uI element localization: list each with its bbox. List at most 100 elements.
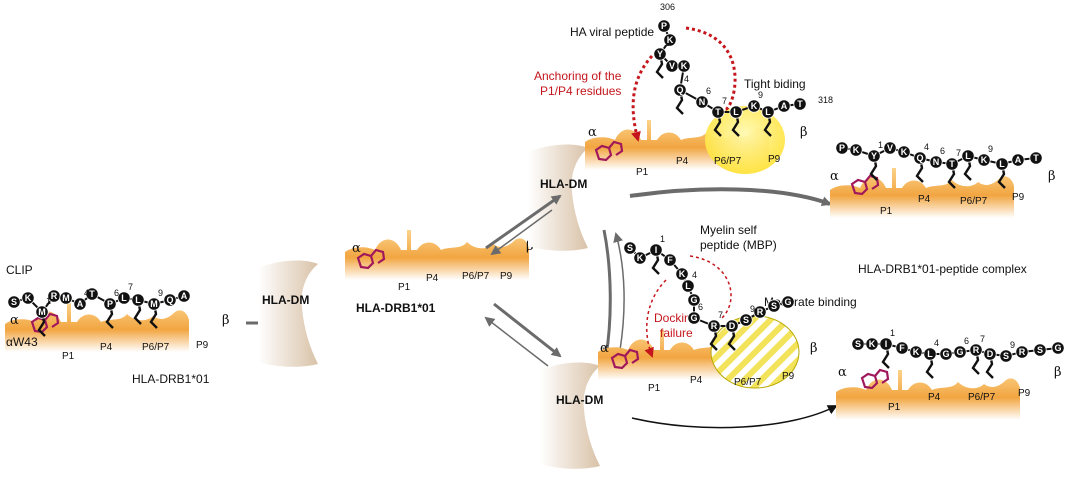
hla-dm-label-left: HLA-DM xyxy=(262,293,309,307)
residue-letter: T xyxy=(89,289,95,299)
residue xyxy=(35,305,49,319)
residue xyxy=(961,149,975,163)
ha-peptide-label: HA viral peptide xyxy=(570,25,654,39)
residue xyxy=(781,295,795,309)
residue-letter: S xyxy=(1037,345,1043,355)
residue-number: 6 xyxy=(706,86,711,96)
residue-letter: K xyxy=(667,35,674,45)
p1-label-mid: P1 xyxy=(398,282,411,293)
residue-letter: F xyxy=(899,343,905,353)
residue xyxy=(995,157,1009,171)
beta-label: β xyxy=(222,313,230,328)
residue-letter: Q xyxy=(916,153,923,163)
residue-letter: L xyxy=(733,107,739,117)
p1-label-mbp: P1 xyxy=(648,383,661,394)
residue-letter: S xyxy=(743,315,749,325)
residue-number: 1 xyxy=(890,328,895,338)
docking-label-1: Docking xyxy=(654,311,697,325)
residue-number: 9 xyxy=(750,304,755,314)
residue-letter: K xyxy=(681,61,688,71)
residue xyxy=(761,105,775,119)
p9-label-ha: P9 xyxy=(768,154,781,165)
residue xyxy=(653,47,667,61)
residue xyxy=(707,319,721,333)
residue-number: 4 xyxy=(924,142,929,152)
residue xyxy=(725,319,739,333)
residue-letter: T xyxy=(1033,153,1039,163)
residue xyxy=(729,105,743,119)
residue-letter: D xyxy=(987,349,994,359)
p6p7-label-ha-complex: P6/P7 xyxy=(960,196,988,207)
residue xyxy=(939,347,953,361)
residue xyxy=(103,297,117,311)
arrow-top-to-bottom xyxy=(602,229,613,358)
residue xyxy=(1033,343,1047,357)
residue xyxy=(663,253,677,267)
residue-letter: A xyxy=(181,291,188,301)
alpha-label-mbp-complex: α xyxy=(838,365,847,380)
residue xyxy=(767,299,781,313)
hla-dm-bottom: HLA-DM xyxy=(540,362,603,469)
residue-letter: A xyxy=(1015,155,1022,165)
residue xyxy=(923,347,937,361)
p9-label: P9 xyxy=(196,340,209,351)
residue-letter: P xyxy=(107,299,113,309)
docking-label-2: failure xyxy=(660,326,693,340)
residue xyxy=(851,337,865,351)
residue xyxy=(163,293,177,307)
alpha-label: α xyxy=(10,313,19,328)
residue xyxy=(929,155,943,169)
myelin-label-2: peptide (MBP) xyxy=(700,238,777,252)
alpha-label-mid: α xyxy=(352,241,361,256)
residue xyxy=(879,337,893,351)
residue-letter: N xyxy=(933,157,940,167)
residue-letter: D xyxy=(729,321,736,331)
hla-dm-label-bottom: HLA-DM xyxy=(556,393,603,407)
residue-letter: L xyxy=(121,293,127,303)
residue xyxy=(85,287,99,301)
aw43-label: αW43 xyxy=(6,335,38,349)
residue-letter: K xyxy=(679,269,686,279)
residue xyxy=(983,347,997,361)
alpha-label-ha: α xyxy=(588,125,597,140)
residue-letter: S xyxy=(1003,351,1009,361)
hla-dm-top: HLA-DM xyxy=(528,144,588,251)
residue-number: 6 xyxy=(940,146,945,156)
residue-letter: K xyxy=(981,155,988,165)
residue xyxy=(1011,153,1025,167)
residue xyxy=(711,105,725,119)
p4-label-mbp: P4 xyxy=(690,375,703,386)
residue xyxy=(793,97,807,111)
residue-number: 6 xyxy=(964,336,969,346)
residue xyxy=(913,151,927,165)
residue xyxy=(895,341,909,355)
residue-letter: P xyxy=(839,143,845,153)
clip-label: CLIP xyxy=(6,263,33,277)
residue xyxy=(909,345,923,359)
residue-number: 9 xyxy=(158,288,163,298)
residue xyxy=(147,297,161,311)
residue-letter: L xyxy=(927,349,933,359)
anchoring-arc-right xyxy=(685,26,737,111)
beta-label-mbp: β xyxy=(810,341,818,356)
p4-label-mbp-complex: P4 xyxy=(928,392,941,403)
residue xyxy=(867,149,881,163)
residue-letter: R xyxy=(973,345,980,355)
p4-label: P4 xyxy=(100,342,113,353)
residue-letter: I xyxy=(885,339,888,349)
residue-letter: S xyxy=(627,243,633,253)
residue xyxy=(849,143,863,157)
complex-label: HLA-DRB1*01-peptide complex xyxy=(858,262,1027,276)
arrow-top-to-mid xyxy=(490,209,553,256)
residue-letter: R xyxy=(51,291,58,301)
residue-letter: G xyxy=(956,347,963,357)
p6p7-label-mbp: P6/P7 xyxy=(734,377,762,388)
p9-label-mbp-complex: P9 xyxy=(1018,388,1031,399)
arrow-bottom-to-mid xyxy=(484,316,549,367)
p1-label-ha-complex: P1 xyxy=(880,206,893,217)
residue xyxy=(777,99,791,113)
residue xyxy=(953,345,967,359)
